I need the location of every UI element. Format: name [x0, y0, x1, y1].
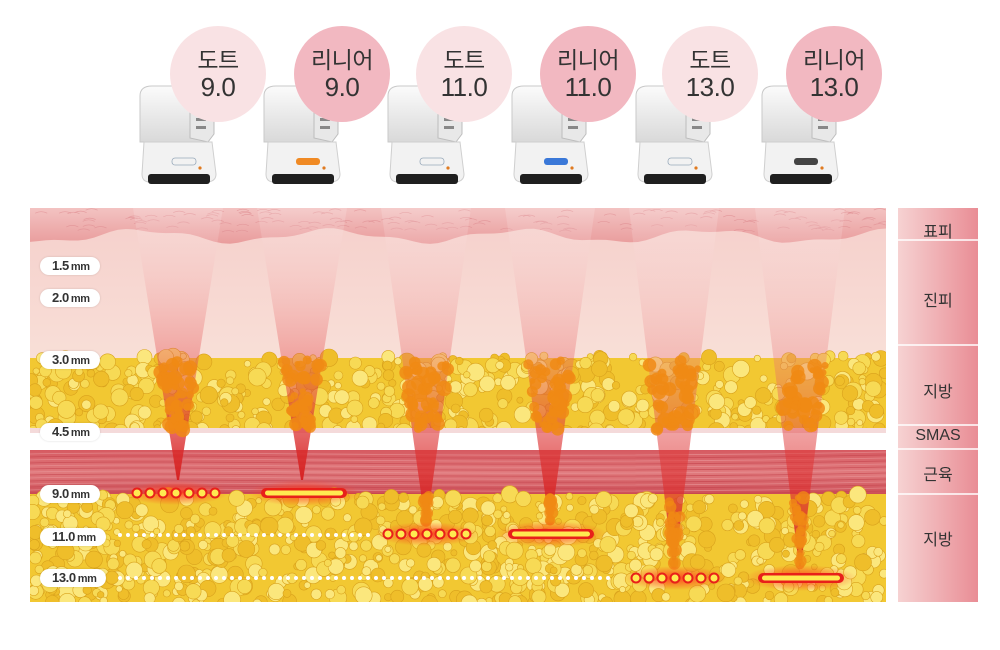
- beam-6: [755, 208, 845, 566]
- smas-edge: [30, 428, 886, 433]
- focal-dot-13: [623, 566, 727, 590]
- layer-legend-bar: [898, 208, 978, 602]
- focal-dot-11: [375, 522, 479, 546]
- linear-badge-icon: [544, 158, 568, 165]
- bubble-value: 11.0: [440, 71, 488, 102]
- dot-badge-icon: [171, 157, 197, 166]
- focal-linear-11: [495, 521, 607, 547]
- skin-layers: [30, 208, 886, 602]
- layer-label-fat-upper: 지방: [923, 384, 953, 401]
- bubble-type: 도트: [197, 46, 239, 73]
- bubble-linear-13: 리니어 13.0: [786, 26, 882, 122]
- focal-linear-9: [248, 480, 360, 506]
- ultrasound-beams: [133, 208, 845, 570]
- dot-badge-icon: [667, 157, 693, 166]
- focal-points: [124, 480, 857, 591]
- linear-badge-icon: [296, 158, 320, 165]
- bubble-type: 도트: [689, 46, 731, 73]
- layer-label-muscle: 근육: [923, 467, 953, 484]
- cartridge-tip: [520, 174, 582, 184]
- bubble-value: 11.0: [564, 71, 612, 102]
- bubble-value: 9.0: [324, 71, 360, 102]
- muscle-fibers: [30, 451, 886, 495]
- bubble-dot-9: 도트 9.0: [170, 26, 266, 122]
- focal-linear-13: [745, 565, 857, 591]
- bubble-value: 13.0: [809, 71, 859, 102]
- layer-label-dermis: 진피: [923, 293, 953, 310]
- cartridge-tip: [396, 174, 458, 184]
- bubble-type: 도트: [443, 46, 485, 73]
- dot-badge-icon: [419, 157, 445, 166]
- bubble-value: 13.0: [685, 71, 735, 102]
- bubble-type: 리니어: [557, 46, 619, 73]
- beam-2: [257, 208, 347, 480]
- cartridge-tip: [272, 174, 334, 184]
- beam-1: [133, 208, 223, 480]
- bubble-type: 리니어: [311, 46, 373, 73]
- linear-badge-icon: [794, 158, 818, 165]
- bubble-linear-11: 리니어 11.0: [540, 26, 636, 122]
- dotted-line-11: [118, 533, 370, 537]
- beam-3: [381, 208, 471, 522]
- cartridge-tip: [148, 174, 210, 184]
- depth-dotted-lines: [118, 533, 610, 580]
- bubble-linear-9: 리니어 9.0: [294, 26, 390, 122]
- bubble-value: 9.0: [200, 71, 236, 102]
- dotted-line-13: [118, 576, 610, 580]
- bubble-dot-11: 도트 11.0: [416, 26, 512, 122]
- layer-label-smas: SMAS: [915, 427, 961, 444]
- cartridge-tip: [770, 174, 832, 184]
- layer-label-epidermis: 표피: [923, 224, 953, 241]
- bubble-type: 리니어: [803, 46, 865, 73]
- layer-label-fat-lower: 지방: [923, 532, 953, 549]
- focal-dot-9: [124, 481, 228, 505]
- smas-layer: [30, 430, 886, 452]
- cartridge-tip: [644, 174, 706, 184]
- legend-bar-background: [898, 208, 978, 602]
- bubble-dot-13: 도트 13.0: [662, 26, 758, 122]
